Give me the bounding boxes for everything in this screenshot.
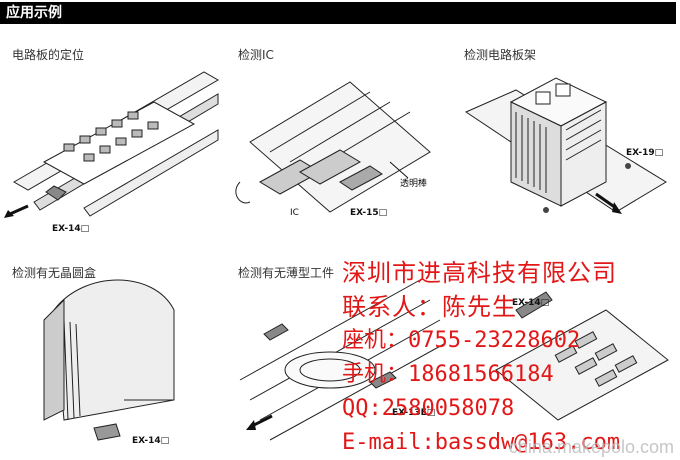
qq-number: QQ:2580058078 [342, 396, 515, 421]
thin-workpiece-illustration [239, 279, 445, 441]
transparent-rod-label: 透明棒 [400, 179, 428, 189]
panel-board-positioning: 电路板的定位 EX-14□ [4, 32, 222, 242]
sensor-label: EX-14□ [52, 224, 90, 234]
sensor-label: EX-14□ [132, 436, 170, 446]
panel-title: 电路板的定位 [12, 48, 85, 62]
panel-wafer-box-detection: 检测有无晶圆盒 EX-14□ [4, 250, 222, 458]
contact-person: 联系人：陈先生 [342, 293, 517, 321]
sensor-label: EX-15□ [350, 208, 388, 218]
sensor-label: EX-19□ [626, 148, 664, 158]
panel-title: 检测有无薄型工件 [238, 266, 335, 280]
landline-phone: 座机：0755-23228602 [342, 328, 581, 353]
board-rack-illustration [464, 77, 667, 214]
wafer-box-illustration [43, 279, 175, 441]
tray-illustration [495, 291, 669, 421]
panel-title: 检测有无晶圆盒 [12, 266, 97, 280]
panel-title: 检测IC [238, 48, 274, 62]
panel-ic-detection: 检测IC IC EX-15□ 透明棒 [230, 32, 448, 242]
panel-rack-detection: 检测电路板架 EX-19□ [456, 32, 674, 242]
ic-tube-illustration [235, 81, 431, 213]
site-watermark: china.makepolo.com [508, 437, 674, 457]
panel-title: 检测电路板架 [464, 48, 537, 62]
contact-watermark: 深圳市进高科技有限公司 联系人：陈先生 座机：0755-23228602 手机：… [342, 256, 678, 460]
email-address: E-mail:bassdw@163.com [342, 430, 621, 455]
sensor-label: EX-14□ [512, 298, 550, 308]
ic-label: IC [290, 208, 299, 218]
board-rail-illustration [4, 71, 220, 218]
sensor-label: EX-13E□ [392, 408, 436, 418]
mobile-phone: 手机：18681566184 [342, 362, 554, 387]
panel-thin-workpiece-detection: 检测有无薄型工件 EX-13E□ [230, 250, 448, 458]
company-name: 深圳市进高科技有限公司 [342, 259, 617, 287]
panel-tray-detection: EX-14□ [456, 250, 674, 458]
section-header: 应用示例 [0, 2, 676, 24]
